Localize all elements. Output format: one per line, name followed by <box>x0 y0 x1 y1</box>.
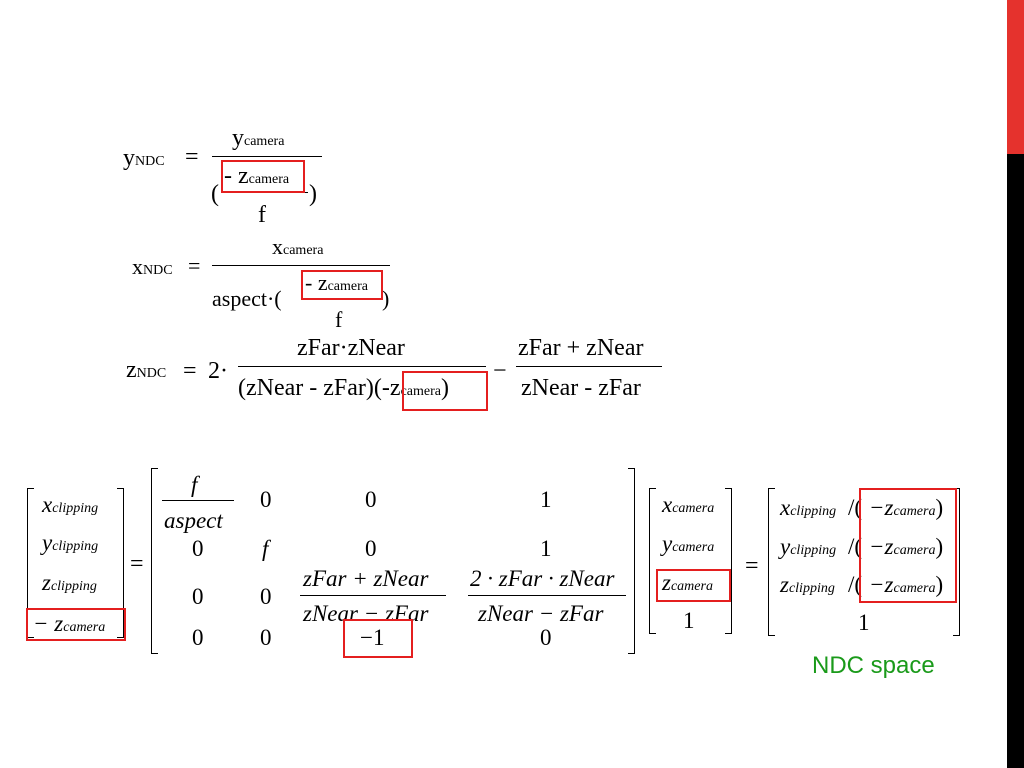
entry-fraction-bar <box>162 500 234 501</box>
matrix-entry: −1 <box>360 625 385 650</box>
ndc-vector-entry: zclipping <box>780 572 835 597</box>
right-bracket <box>117 488 124 638</box>
clip-vector-entry: yclipping <box>42 530 99 555</box>
clip-vector-entry: zclipping <box>42 570 97 595</box>
camera-vector-entry: ycamera <box>662 531 715 556</box>
matrix-entry: zNear − zFar <box>478 601 604 626</box>
ndc-vector-entry: yclipping <box>780 534 837 559</box>
numerator: ycamera <box>232 125 285 151</box>
highlight-box <box>221 160 305 193</box>
matrix-entry: f <box>262 536 269 561</box>
matrix-entry: 0 <box>260 487 272 512</box>
ndc-vector-entry: xclipping <box>780 495 837 520</box>
matrix-entry: 0 <box>540 625 552 650</box>
inner-numerator: - zcamera <box>305 270 369 295</box>
caption-ndc-space: NDC space <box>812 652 935 679</box>
highlight-box <box>26 608 126 641</box>
denominator-prefix: aspect·( <box>212 286 282 311</box>
inner-denominator: f <box>258 202 266 228</box>
fraction-bar <box>212 156 322 157</box>
ndc-vector-denominator: −zcamera) <box>869 495 944 520</box>
matrix-entry: 0 <box>260 625 272 650</box>
camera-vector-entry: 1 <box>683 608 695 633</box>
clip-vector-entry: xclipping <box>42 492 99 517</box>
left-bracket <box>27 488 34 638</box>
numerator-1: zFar·zNear <box>297 335 405 361</box>
matrix-entry: zFar + zNear <box>303 566 429 591</box>
matrix-entry: 0 <box>192 536 204 561</box>
matrix-entry: aspect <box>164 508 223 533</box>
inner-numerator: - zcamera <box>224 163 290 189</box>
lhs: zNDC <box>126 357 167 383</box>
matrix-entry: f <box>191 472 198 497</box>
equals-sign: = <box>130 551 144 577</box>
camera-vector-entry: xcamera <box>662 492 715 517</box>
left-bracket <box>151 468 158 654</box>
left-bracket <box>649 488 656 634</box>
highlight-box <box>402 371 488 411</box>
highlight-box <box>859 488 957 603</box>
ndc-vector-denominator: −zcamera) <box>869 534 944 559</box>
equals-sign: = <box>188 253 201 278</box>
lhs: xNDC <box>132 254 173 279</box>
close-paren: ) <box>382 286 390 311</box>
fraction-bar-1 <box>238 366 486 367</box>
highlight-box <box>301 270 383 300</box>
ndc-vector-divide: /( <box>848 495 863 520</box>
matrix-entry: 0 <box>365 536 377 561</box>
denominator-1: (zNear - zFar)(-zcamera) <box>238 375 449 401</box>
ndc-vector-entry: 1 <box>858 610 870 635</box>
matrix-entry: 1 <box>540 487 552 512</box>
coefficient: 2· <box>208 358 228 384</box>
minus-sign: − <box>493 358 507 384</box>
matrix-entry: 1 <box>540 536 552 561</box>
entry-fraction-bar <box>468 595 626 596</box>
equals-sign: = <box>745 553 759 579</box>
left-bracket <box>768 488 775 636</box>
highlight-box <box>343 619 413 658</box>
open-paren: ( <box>211 181 219 207</box>
close-paren: ) <box>309 181 317 207</box>
ndc-vector-divide: /( <box>848 534 863 559</box>
side-bar-top <box>1007 0 1024 154</box>
ndc-vector-denominator: −zcamera) <box>869 572 944 597</box>
inner-denominator: f <box>335 307 343 332</box>
entry-fraction-bar <box>300 595 446 596</box>
equals-sign: = <box>185 144 199 170</box>
matrix-entry: 0 <box>365 487 377 512</box>
matrix-entry: 2 · zFar · zNear <box>470 566 615 591</box>
fraction-bar <box>212 265 390 266</box>
numerator: xcamera <box>272 234 324 259</box>
matrix-entry: 0 <box>192 584 204 609</box>
matrix-entry: 0 <box>192 625 204 650</box>
camera-vector-entry: zcamera <box>662 570 713 595</box>
equals-sign: = <box>183 358 197 384</box>
side-bar-bottom <box>1007 154 1024 768</box>
right-bracket <box>628 468 635 654</box>
ndc-vector-divide: /( <box>848 572 863 597</box>
numerator-2: zFar + zNear <box>518 335 644 361</box>
highlight-box <box>656 569 731 602</box>
denominator-2: zNear - zFar <box>521 375 641 401</box>
fraction-bar-2 <box>516 366 662 367</box>
clip-vector-entry: − zcamera <box>33 611 106 636</box>
matrix-entry: 0 <box>260 584 272 609</box>
lhs: yNDC <box>123 145 165 171</box>
right-bracket <box>725 488 732 634</box>
